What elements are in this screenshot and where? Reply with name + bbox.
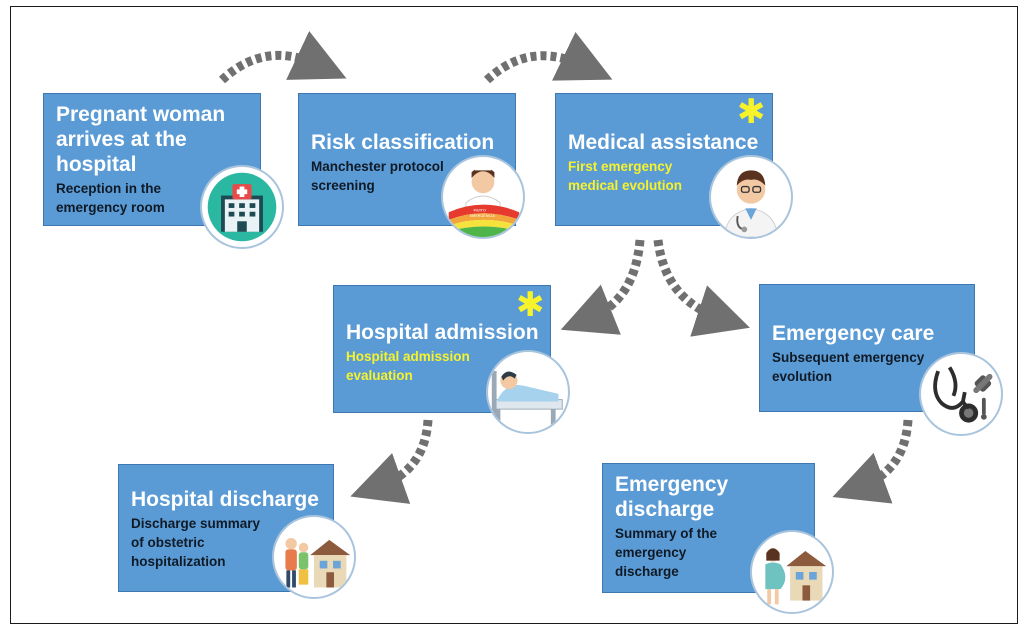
box-subtitle: Hospital admission evaluation bbox=[346, 349, 470, 383]
asterisk-marker-icon: ✱ bbox=[516, 286, 545, 324]
box-subtitle: Summary of the emergency discharge bbox=[615, 526, 718, 579]
stethoscope-icon bbox=[919, 352, 1003, 436]
family-house-icon bbox=[272, 515, 356, 599]
arrow-care-to-emergency-discharge bbox=[832, 419, 913, 504]
doctor-icon bbox=[709, 155, 793, 239]
bracelet-label-muito: MUITO bbox=[473, 207, 485, 212]
arrow-medical-to-emergency-care bbox=[653, 239, 750, 337]
hospital-building-icon bbox=[200, 165, 284, 249]
hospital-bed-patient-icon bbox=[486, 350, 570, 434]
box-title: Hospital discharge bbox=[131, 488, 319, 511]
box-subtitle: Reception in the emergency room bbox=[56, 181, 165, 215]
box-subtitle: First emergency medical evolution bbox=[568, 159, 683, 193]
box-emergency-care: Emergency care Subsequent emergency evol… bbox=[759, 284, 975, 412]
pregnant-woman-house-icon bbox=[750, 530, 834, 614]
arrow-medical-to-admission bbox=[560, 239, 645, 335]
box-title: Emergency discharge bbox=[615, 473, 729, 521]
box-subtitle: Subsequent emergency evolution bbox=[772, 350, 925, 384]
box-title: Hospital admission bbox=[346, 321, 539, 344]
arrow-arrival-to-risk bbox=[218, 30, 347, 84]
asterisk-marker-icon: ✱ bbox=[737, 93, 766, 131]
arrow-risk-to-medical bbox=[483, 31, 613, 84]
box-title: Risk classification bbox=[311, 131, 495, 154]
box-title: Pregnant woman arrives at the hospital bbox=[56, 103, 226, 176]
bracelet-label-emergencia: EMERGÊNCIA bbox=[470, 213, 496, 218]
box-subtitle: Manchester protocol screening bbox=[311, 159, 444, 193]
box-title: Medical assistance bbox=[568, 131, 759, 154]
arrow-admission-to-hospital-discharge bbox=[350, 419, 433, 504]
nurse-bracelet-icon: MUITO EMERGÊNCIA bbox=[441, 155, 525, 239]
box-title: Emergency care bbox=[772, 322, 935, 345]
box-subtitle: Discharge summary of obstetric hospitali… bbox=[131, 516, 261, 569]
box-hospital-admission: Hospital admission Hospital admission ev… bbox=[333, 285, 551, 413]
